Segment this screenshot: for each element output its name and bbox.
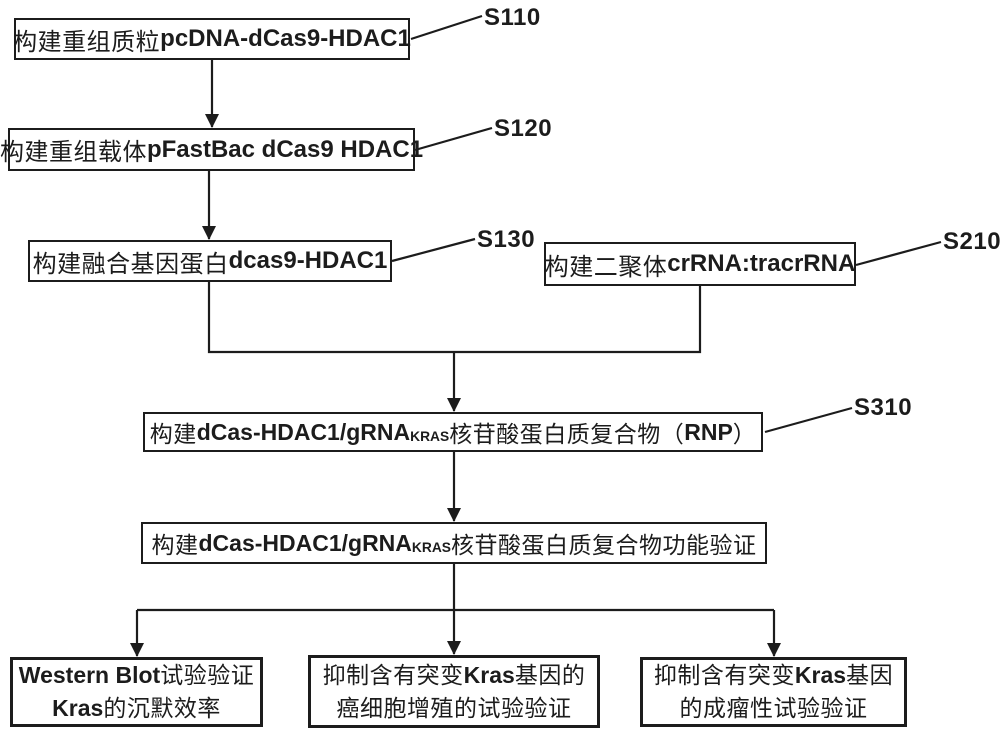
box-text: 构建重组质粒 [13,28,161,56]
box-line: 的成瘤性试验验证 [680,692,868,725]
step-label-s130: S130 [477,226,536,253]
box-text: 癌细胞增殖的试验验证 [336,694,572,721]
box-text: 构建 [149,421,197,447]
leader-line-s310 [764,406,853,434]
box-text: 抑制含有突变 [653,662,795,688]
step-label-s310: S310 [854,394,913,421]
step-label-s210: S210 [943,228,1000,255]
flow-box-proliferation: 抑制含有突变Kras基因的 癌细胞增殖的试验验证 [308,655,600,728]
box-text: 的沉默效率 [103,695,221,721]
step-label-s120: S120 [494,115,553,142]
box-text: 的成瘤性试验验证 [679,695,868,721]
subscript-kras: KRAS [411,540,451,556]
subscript-kras: KRAS [410,429,450,445]
box-text: pFastBac dCas9 HDAC1 [146,135,424,163]
box-line: 抑制含有突变Kras基因的 [323,659,586,692]
box-text: dCas-HDAC1/gRNA [198,529,412,556]
box-text: 构建融合基因蛋白 [32,250,229,278]
box-text: 基因 [846,662,894,688]
box-text: Kras [463,661,515,688]
box-text: 基因的 [514,661,586,688]
box-text: crRNA:tracrRNA [667,250,856,277]
box-text: dCas-HDAC1/gRNA [196,418,411,445]
flow-box-western-blot: Western Blot试验验证 Kras的沉默效率 [10,657,263,727]
box-text: 核苷酸蛋白质复合物（ [449,421,685,447]
box-line: Western Blot试验验证 [19,659,254,692]
box-text: dcas9-HDAC1 [228,247,388,274]
box-line: 癌细胞增殖的试验验证 [337,692,572,725]
box-text: 构建重组载体 [0,139,147,166]
box-text: 抑制含有突变 [322,661,464,688]
leader-line-s110 [410,14,483,41]
box-text: 试验验证 [160,662,255,688]
box-text: Kras [794,662,847,688]
box-text: Western Blot [18,662,161,688]
box-text: 构建 [151,532,199,558]
step-label-s110: S110 [484,4,541,31]
leader-line-s130 [391,237,476,263]
box-text: ） [732,421,757,447]
flow-box-tumorigenicity: 抑制含有突变Kras基因 的成瘤性试验验证 [640,657,907,727]
box-text: pcDNA-dCas9-HDAC1 [160,25,411,52]
leader-line-s210 [855,240,942,267]
box-text: RNP [684,418,733,445]
leader-line-s120 [414,126,493,152]
box-line: Kras的沉默效率 [52,692,221,725]
box-text: 构建二聚体 [544,253,668,281]
box-line: 抑制含有突变Kras基因 [654,659,893,692]
box-text: Kras [52,695,104,721]
merge-connector [207,282,702,354]
box-text: 核苷酸蛋白质复合物功能验证 [451,532,757,558]
